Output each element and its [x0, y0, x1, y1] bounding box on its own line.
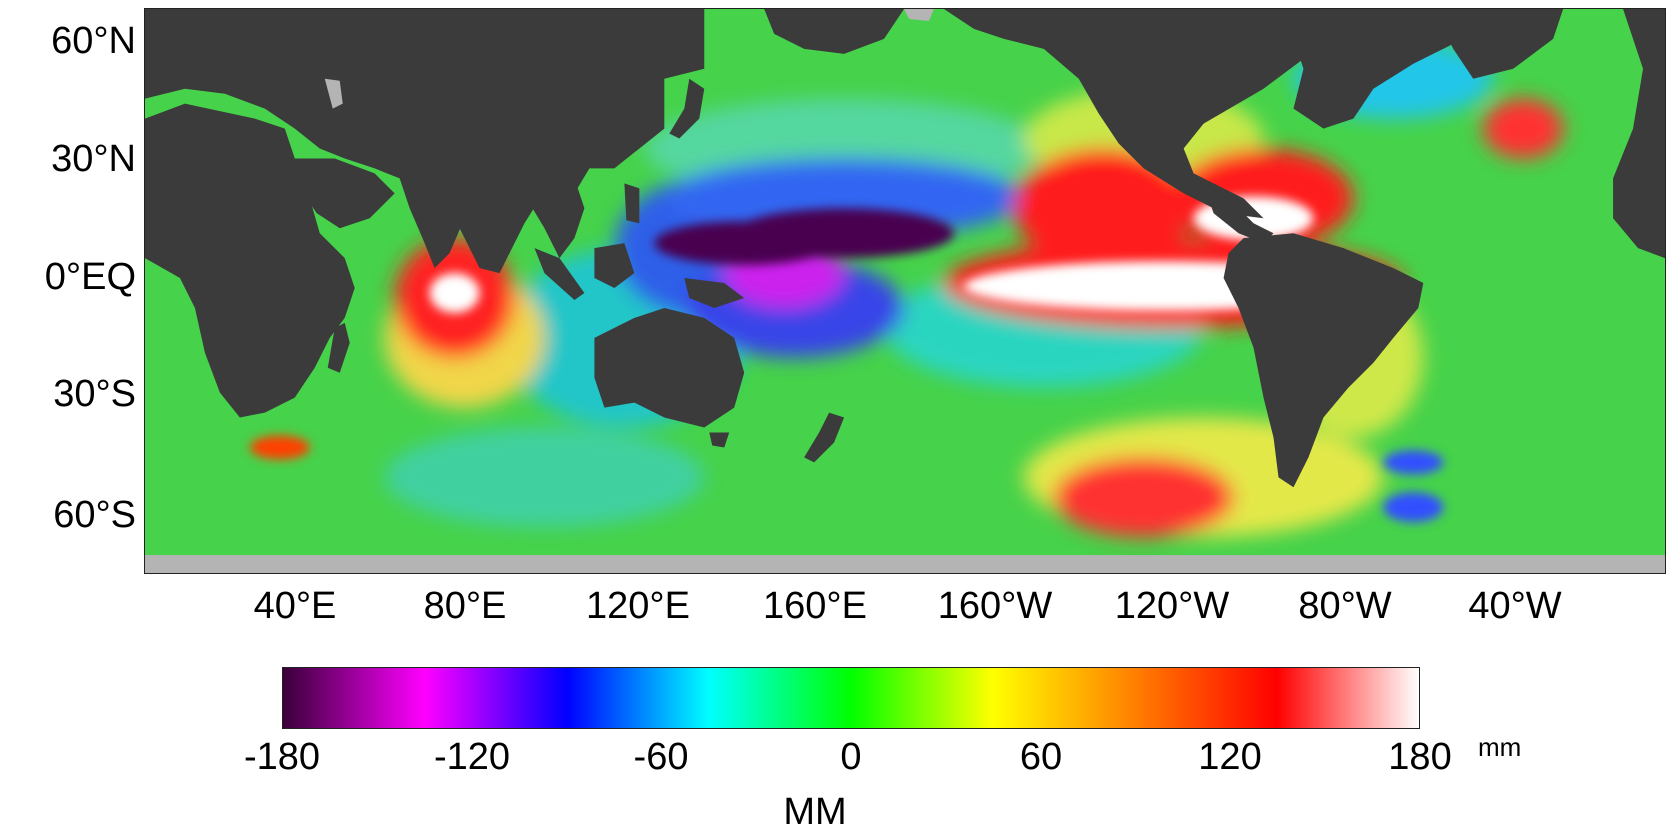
land-madagascar — [327, 322, 350, 373]
land-south-america — [1223, 233, 1424, 488]
land-new-guinea — [684, 278, 745, 308]
anomaly-field — [145, 9, 1665, 573]
lon-label-40w: 40°W — [1468, 585, 1562, 627]
colorbar-tick-label: 180 — [1388, 736, 1452, 778]
land-tasmania — [709, 432, 730, 448]
land-borneo — [594, 243, 635, 289]
colorbar-tick-label: 120 — [1198, 736, 1262, 778]
ice-north — [904, 9, 934, 21]
land-north-america — [943, 9, 1374, 219]
land-eurasia — [145, 9, 705, 274]
lat-label-60n: 60°N — [51, 20, 136, 62]
land-masses — [145, 9, 1665, 488]
land-arabia — [289, 158, 395, 229]
lat-label-equator: 0°EQ — [44, 256, 136, 298]
land-sumatra — [534, 248, 585, 300]
colorbar-tick-label: 0 — [840, 736, 862, 778]
sea-level-anomaly-map — [144, 8, 1666, 574]
colorbar-title: MM — [783, 791, 847, 833]
land-new-zealand — [804, 412, 845, 463]
colorbar — [282, 667, 1420, 729]
lat-label-30s: 30°S — [53, 373, 136, 415]
colorbar-unit-label: mm — [1478, 732, 1522, 762]
ice-areas — [145, 9, 1665, 573]
lon-label-80e: 80°E — [423, 585, 507, 627]
land-central-america — [1203, 183, 1274, 244]
land-greenland — [1433, 9, 1564, 79]
lon-label-120w: 120°W — [1114, 585, 1230, 627]
land-indochina — [524, 178, 585, 259]
land-india — [399, 173, 480, 269]
colorbar-tick-label: -120 — [433, 736, 511, 778]
land-japan — [669, 78, 705, 139]
land-africa-west-edge — [1633, 148, 1665, 259]
colorbar-tick-label: 60 — [1019, 736, 1063, 778]
land-alaska — [764, 9, 905, 54]
lon-label-160w: 160°W — [937, 585, 1053, 627]
land-philippines — [624, 183, 640, 224]
lon-label-80w: 80°W — [1298, 585, 1392, 627]
ice-caspian — [324, 78, 343, 109]
lat-label-60s: 60°S — [53, 494, 136, 536]
lon-label-160e: 160°E — [763, 585, 867, 627]
lon-label-40e: 40°E — [253, 585, 337, 627]
map-canvas — [145, 9, 1665, 573]
colorbar-tick-label: -180 — [243, 736, 321, 778]
land-australia — [594, 307, 745, 428]
lat-label-30n: 30°N — [51, 138, 136, 180]
lon-label-120e: 120°E — [586, 585, 690, 627]
colorbar-tick-label: -60 — [633, 736, 689, 778]
